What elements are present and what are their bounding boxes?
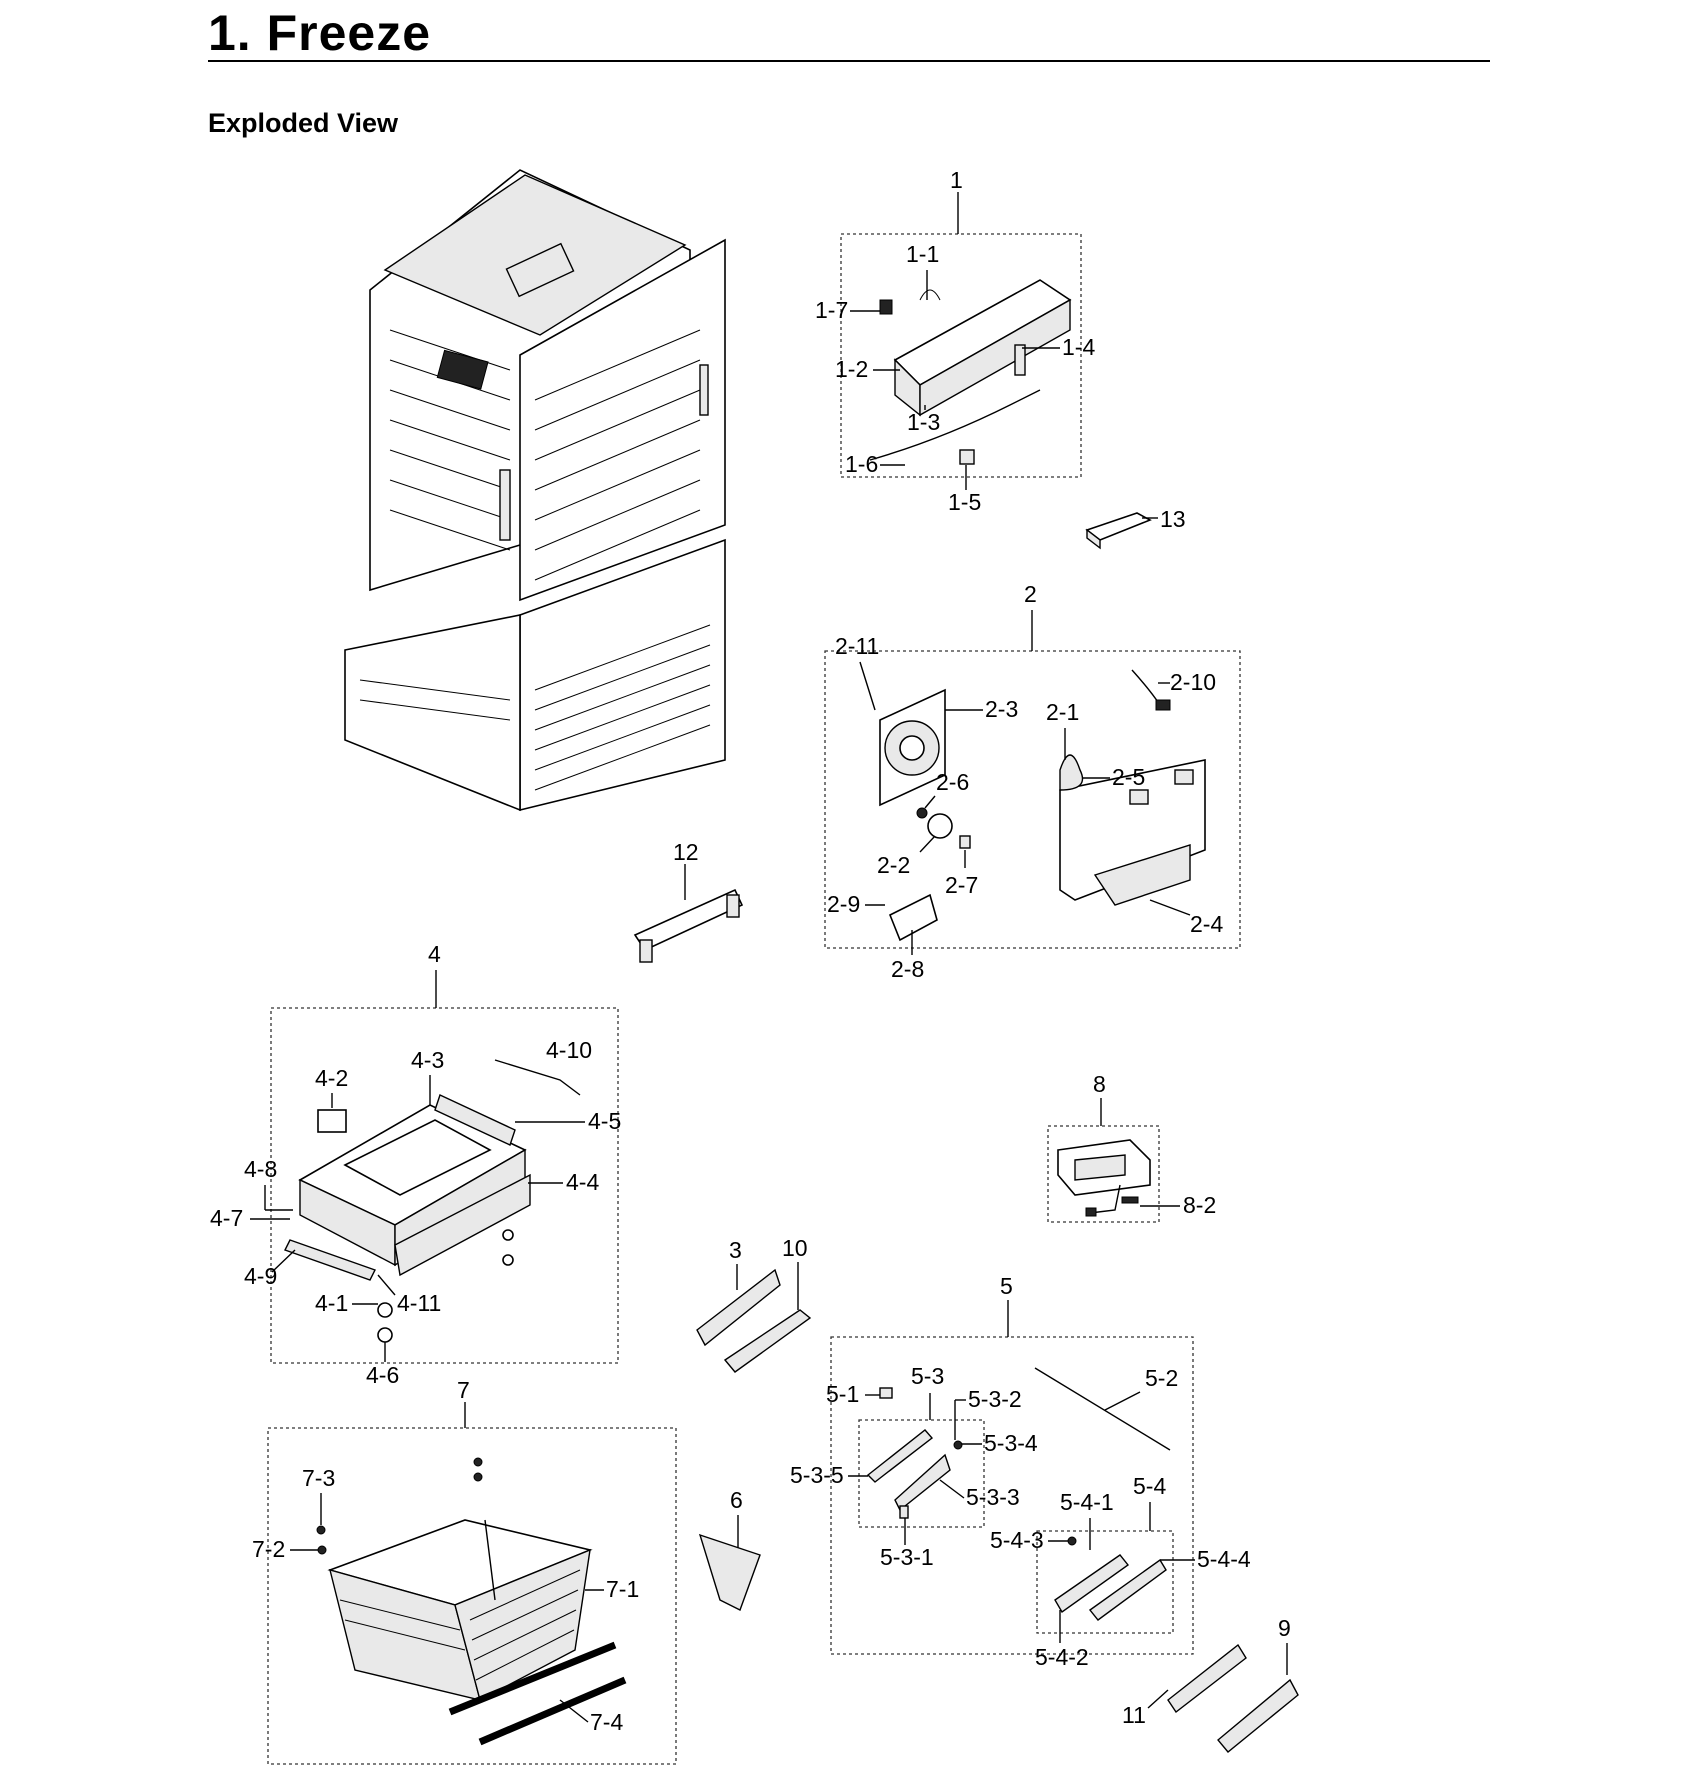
callout-4-1: 4-1 <box>315 1290 348 1316</box>
callout-6: 6 <box>730 1487 743 1513</box>
part-6-divider <box>698 1533 761 1611</box>
callout-2-7: 2-7 <box>945 872 978 898</box>
callout-5-4: 5-4 <box>1133 1473 1166 1499</box>
title-rule <box>208 60 1490 62</box>
callout-2-1: 2-1 <box>1046 699 1079 725</box>
callout-4-11: 4-11 <box>397 1290 441 1316</box>
part-8-assembly <box>1057 1139 1151 1217</box>
callout-2-4: 2-4 <box>1190 911 1223 937</box>
part-5-2-rod <box>1034 1367 1171 1451</box>
group-1-box <box>840 233 1082 478</box>
callout-5-3: 5-3 <box>911 1363 944 1389</box>
callout-9: 9 <box>1278 1615 1291 1641</box>
callout-2-5: 2-5 <box>1112 764 1145 790</box>
callout-2-11: 2-11 <box>835 633 879 659</box>
callout-2-10: 2-10 <box>1170 669 1216 695</box>
callout-10: 10 <box>782 1235 808 1261</box>
part-11-rail <box>1167 1643 1247 1714</box>
group-7-box <box>267 1427 677 1765</box>
callout-8: 8 <box>1093 1071 1106 1097</box>
evaporator-cover-part <box>869 279 1072 465</box>
callout-1: 1 <box>950 167 963 193</box>
part-9-rail <box>1217 1678 1299 1753</box>
callout-5-3-2: 5-3-2 <box>968 1386 1022 1412</box>
callout-5-3-3: 5-3-3 <box>966 1484 1020 1510</box>
callout-4-2: 4-2 <box>315 1065 348 1091</box>
fan-motor-assembly <box>879 669 1206 942</box>
section-subtitle: Exploded View <box>208 108 399 138</box>
group-4-box <box>270 1007 619 1364</box>
cabinet-illustration <box>344 169 726 812</box>
group-5-3-box <box>858 1419 985 1528</box>
callout-5-4-1: 5-4-1 <box>1060 1489 1114 1515</box>
callout-5-4-4: 5-4-4 <box>1197 1546 1251 1572</box>
callout-7: 7 <box>457 1377 470 1403</box>
group-5-box <box>830 1336 1194 1655</box>
callout-12: 12 <box>673 839 699 865</box>
callout-7-2: 7-2 <box>252 1536 285 1562</box>
freezer-drawer-assembly <box>284 1059 581 1343</box>
part-5-1 <box>879 1387 893 1399</box>
callout-11: 11 <box>1122 1702 1146 1728</box>
callout-5-3-5: 5-3-5 <box>790 1462 844 1488</box>
callout-5-3-1: 5-3-1 <box>880 1544 934 1570</box>
callout-3: 3 <box>729 1237 742 1263</box>
group-2-box <box>824 650 1241 949</box>
callout-2-8: 2-8 <box>891 956 924 982</box>
part-5-3-5 <box>866 1429 934 1483</box>
callout-4-8: 4-8 <box>244 1156 277 1182</box>
callout-4-10: 4-10 <box>546 1037 592 1063</box>
callout-1-2: 1-2 <box>835 356 868 382</box>
callout-1-5: 1-5 <box>948 489 981 515</box>
page-title: 1. Freeze <box>208 5 432 61</box>
callout-7-1: 7-1 <box>606 1576 639 1602</box>
callout-5-2: 5-2 <box>1145 1365 1178 1391</box>
callout-2-2: 2-2 <box>877 852 910 878</box>
part-13-filter <box>1085 512 1152 541</box>
part-10-rail <box>723 1309 812 1373</box>
callout-5-4-2: 5-4-2 <box>1035 1644 1089 1670</box>
freezer-basket <box>327 1457 627 1746</box>
callout-2-6: 2-6 <box>936 769 969 795</box>
part-3-rail <box>696 1268 781 1347</box>
callout-1-7: 1-7 <box>815 297 848 323</box>
callout-4-6: 4-6 <box>366 1362 399 1388</box>
callout-4-9: 4-9 <box>244 1263 277 1289</box>
callout-7-3: 7-3 <box>302 1465 335 1491</box>
group-5-4-box <box>1036 1530 1174 1634</box>
callout-4-4: 4-4 <box>566 1169 599 1195</box>
part-5-4-4 <box>1088 1558 1167 1621</box>
part-5-3-3 <box>894 1453 951 1512</box>
callout-1-1: 1-1 <box>906 241 939 267</box>
callout-4: 4 <box>428 941 441 967</box>
callout-1-3: 1-3 <box>907 409 940 435</box>
callout-4-3: 4-3 <box>411 1047 444 1073</box>
part-5-4-2 <box>1054 1554 1130 1614</box>
callout-7-4: 7-4 <box>590 1709 623 1735</box>
callout-1-4: 1-4 <box>1062 334 1095 360</box>
callout-2-9: 2-9 <box>827 891 860 917</box>
callout-5-3-4: 5-3-4 <box>984 1430 1038 1456</box>
callout-5-1: 5-1 <box>826 1381 859 1407</box>
group-8-box <box>1047 1125 1160 1223</box>
callout-8-2: 8-2 <box>1183 1192 1216 1218</box>
callout-5-4-3: 5-4-3 <box>990 1527 1044 1553</box>
callout-1-6: 1-6 <box>845 451 878 477</box>
callout-5: 5 <box>1000 1273 1013 1299</box>
callout-13: 13 <box>1160 506 1186 532</box>
callout-2: 2 <box>1024 581 1037 607</box>
callout-4-7: 4-7 <box>210 1205 243 1231</box>
callout-2-3: 2-3 <box>985 696 1018 722</box>
callout-4-5: 4-5 <box>588 1108 621 1134</box>
